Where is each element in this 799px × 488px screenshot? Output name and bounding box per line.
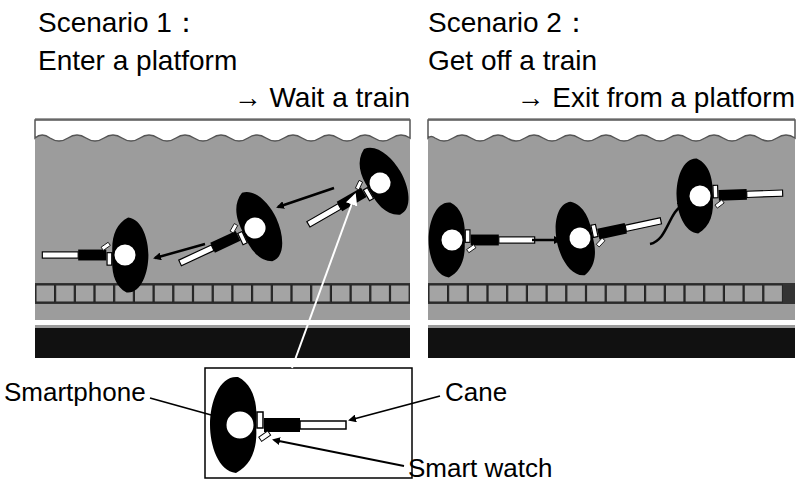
- paving-tile: [332, 285, 351, 302]
- paving-tile: [606, 285, 625, 302]
- paving-tile: [626, 285, 645, 302]
- paving-tile: [213, 285, 232, 302]
- scenario-step: → Wait a train: [234, 81, 410, 115]
- leader-line: [150, 398, 222, 418]
- leader-arrow: [274, 440, 404, 466]
- scenario-title: Scenario 1：: [38, 6, 200, 40]
- paving-tile: [725, 285, 744, 302]
- paving-tile: [508, 285, 527, 302]
- scenario-step: Get off a train: [428, 44, 597, 78]
- paving-tile: [547, 285, 566, 302]
- paving-tile: [351, 285, 370, 302]
- paving-tile: [36, 285, 55, 302]
- scenario-step: → Exit from a platform: [516, 81, 795, 115]
- paving-tile: [56, 285, 74, 302]
- tactile-paving: [429, 285, 782, 302]
- paving-tile: [253, 285, 272, 302]
- paving-tile: [744, 285, 763, 302]
- paving-tile: [233, 285, 252, 302]
- device-label: Smartphone: [4, 377, 146, 408]
- paving-tile: [292, 285, 311, 302]
- paving-tile: [194, 285, 213, 302]
- paving-tile: [371, 285, 390, 302]
- paving-tile: [95, 285, 114, 302]
- paving-tile: [646, 285, 665, 302]
- movement-arrow: [650, 204, 684, 244]
- walking-person: [675, 156, 784, 235]
- paving-tile: [567, 285, 586, 302]
- inset-person: [210, 377, 346, 473]
- paving-tile: [174, 285, 193, 302]
- paving-tile: [468, 285, 487, 302]
- movement-arrow: [155, 244, 205, 258]
- device-label: Smart watch: [408, 453, 553, 484]
- scenario-step: Enter a platform: [38, 44, 237, 78]
- paving-tile: [705, 285, 724, 302]
- inset-pointer: [292, 195, 355, 368]
- platform-panel: [35, 118, 410, 358]
- movement-arrow: [278, 188, 334, 207]
- paving-tile: [488, 285, 507, 302]
- device-label: Cane: [445, 377, 507, 408]
- paving-tile: [272, 285, 291, 302]
- inset-frame: [205, 368, 412, 478]
- paving-tile: [764, 285, 783, 302]
- paving-tile: [665, 285, 684, 302]
- paving-tile: [528, 285, 547, 302]
- tactile-paving: [36, 285, 409, 302]
- paving-tile: [449, 285, 468, 302]
- paving-tile: [685, 285, 704, 302]
- movement-arrow: [532, 239, 560, 242]
- walking-person: [429, 202, 535, 277]
- paving-tile: [587, 285, 606, 302]
- paving-tile: [75, 285, 94, 302]
- paving-tile: [391, 285, 410, 302]
- platform-panel: [428, 118, 795, 358]
- walking-person: [549, 184, 668, 279]
- walking-person: [164, 184, 292, 297]
- paving-tile: [429, 285, 448, 302]
- scenario-title: Scenario 2：: [428, 6, 590, 40]
- waiting-person: [42, 218, 148, 293]
- leader-arrow: [350, 396, 440, 420]
- paving-tile: [154, 285, 173, 302]
